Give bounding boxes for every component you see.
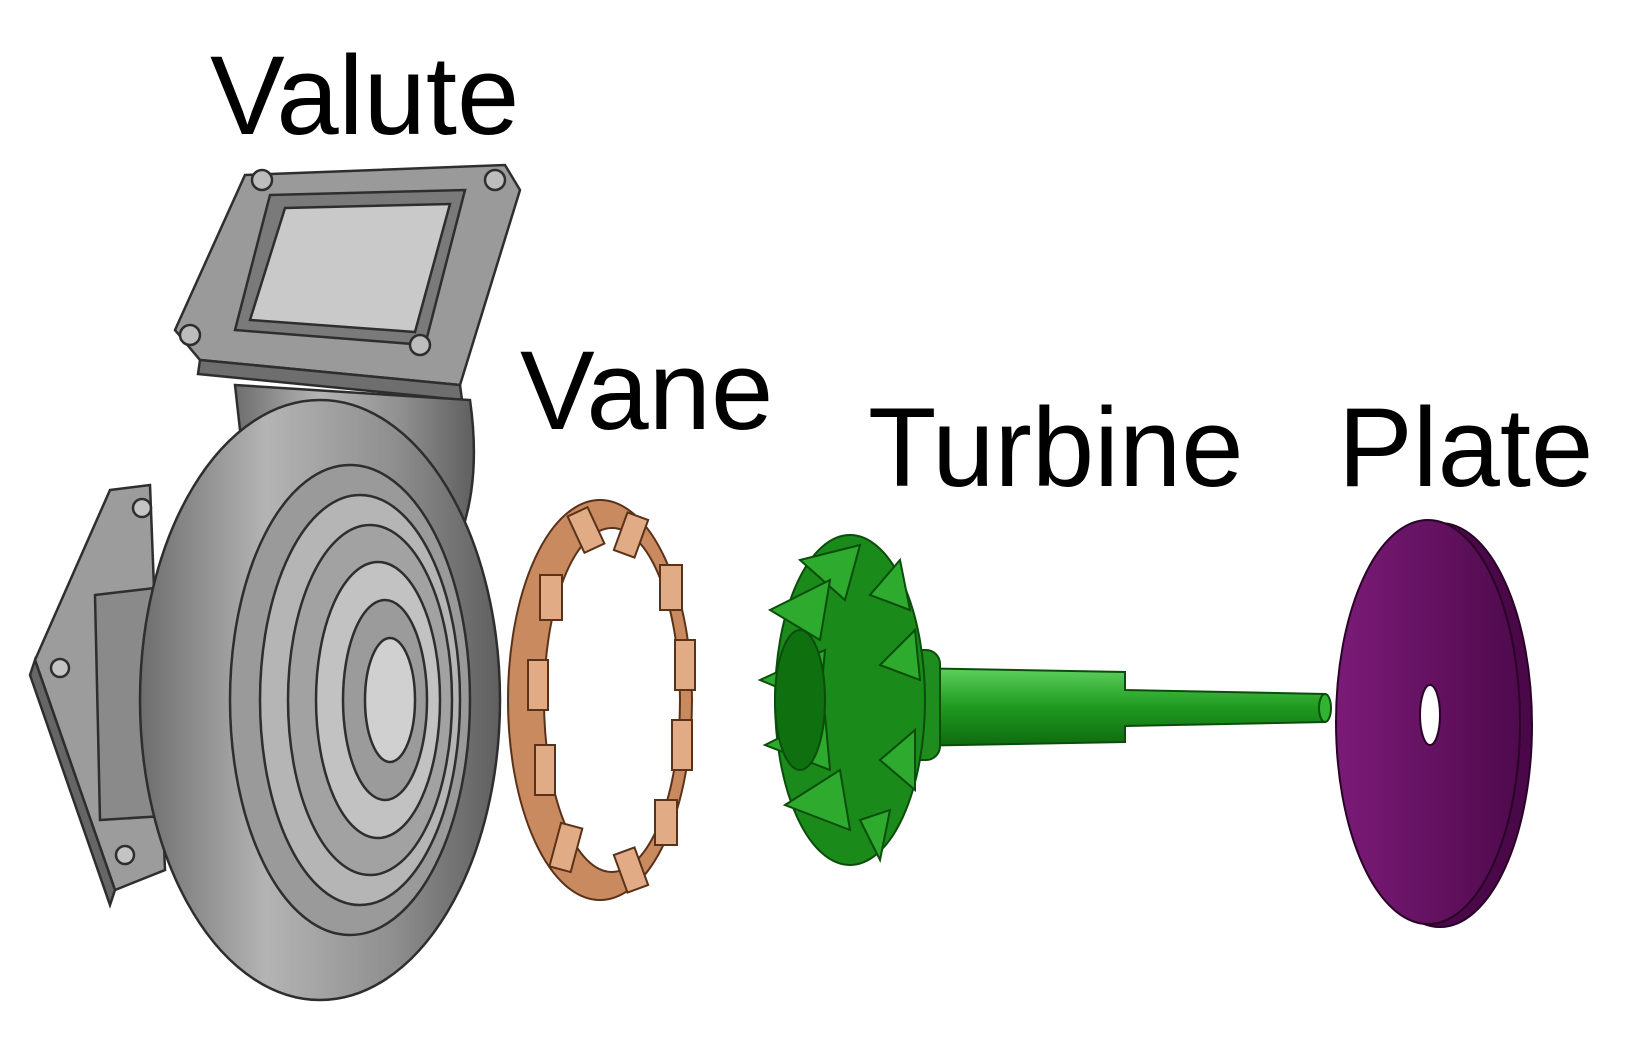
valute-part bbox=[28, 163, 522, 1002]
vane-label: Vane bbox=[520, 328, 774, 453]
plate-part bbox=[1335, 519, 1533, 928]
turbine-part bbox=[757, 534, 1332, 866]
turbine-label: Turbine bbox=[868, 385, 1244, 510]
valute-label: Valute bbox=[210, 33, 520, 158]
vane-part bbox=[507, 499, 696, 901]
plate-label: Plate bbox=[1338, 385, 1594, 510]
